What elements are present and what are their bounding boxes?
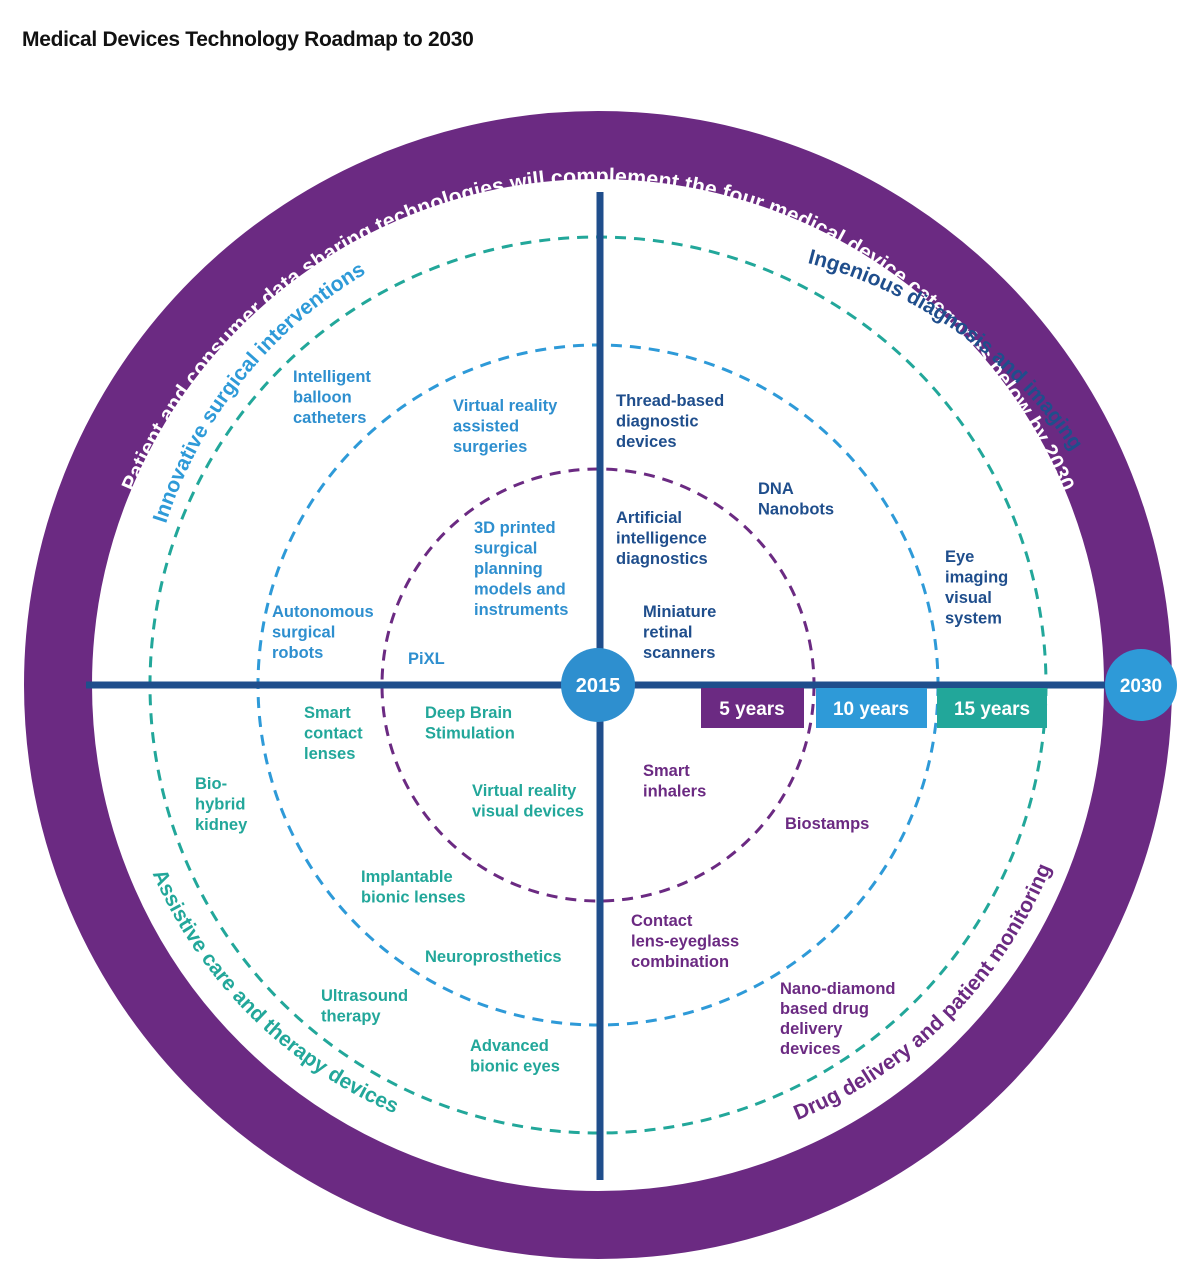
tech-artificial-intelligence-diagnostics: Artificial intelligence diagnostics <box>616 509 711 568</box>
tech-line: surgical <box>474 540 537 558</box>
tech-line: Contact <box>631 912 693 930</box>
tech-miniature-retinal-scanners: Miniature retinal scanners <box>643 603 721 662</box>
tech-line: delivery <box>780 1020 843 1038</box>
tech-line: diagnostics <box>616 550 708 568</box>
horizon-badge-10-years: 10 years <box>816 688 927 728</box>
tech-line: Artificial <box>616 509 682 527</box>
tech-line: Bio- <box>195 775 227 793</box>
tech-smart-inhalers: Smart inhalers <box>643 762 706 801</box>
tech-virtual-reality-assisted-surgeries: Virtual reality assisted surgeries <box>453 397 562 456</box>
tech-smart-contact-lenses: Smart contact lenses <box>304 704 367 763</box>
tech-line: imaging <box>945 569 1008 587</box>
tech-line: Intelligent <box>293 368 371 386</box>
tech-line: models and <box>474 581 566 599</box>
tech-line: lenses <box>304 745 355 763</box>
tech-line: visual <box>945 589 992 607</box>
horizon-badge-10-years-label: 10 years <box>833 699 909 720</box>
tech-thread-based-diagnostic-devices: Thread-based diagnostic devices <box>616 392 729 451</box>
tech-3d-printed-surgical-planning: 3D printed surgical planning models and … <box>474 519 570 619</box>
tech-line: DNA <box>758 480 794 498</box>
tech-nano-diamond-drug-delivery: Nano-diamond based drug delivery devices <box>780 980 900 1058</box>
tech-line: Advanced <box>470 1037 549 1055</box>
center-label: 2015 <box>576 675 621 697</box>
tech-line: instruments <box>474 601 568 619</box>
tech-line: planning <box>474 560 543 578</box>
tech-line: devices <box>780 1040 841 1058</box>
tech-neuroprosthetics: Neuroprosthetics <box>425 948 562 966</box>
tech-line: intelligence <box>616 530 707 548</box>
tech-dna-nanobots: DNA Nanobots <box>758 480 834 519</box>
horizon-badge-10-years-bg <box>816 688 927 728</box>
horizon-badge-5-years-label: 5 years <box>719 699 785 720</box>
horizon-badge-15-years-label: 15 years <box>954 699 1030 720</box>
tech-eye-imaging-visual-system: Eye imaging visual system <box>945 548 1013 628</box>
tech-line: Deep Brain <box>425 704 512 722</box>
tech-line: Autonomous <box>272 603 374 621</box>
horizon-badge-5-years-bg <box>701 688 804 728</box>
end-node <box>1105 649 1177 721</box>
tech-virtual-reality-visual-devices: Virtual reality visual devices <box>472 782 584 821</box>
tech-line: devices <box>616 433 677 451</box>
tech-line: contact <box>304 725 363 743</box>
tech-line: surgical <box>272 624 335 642</box>
center-node <box>561 648 635 722</box>
tech-line: Ultrasound <box>321 987 408 1005</box>
end-label: 2030 <box>1120 676 1162 697</box>
tech-line: hybrid <box>195 796 245 814</box>
tech-line: Nano-diamond <box>780 980 896 998</box>
tech-line: scanners <box>643 644 715 662</box>
tech-line: Smart <box>304 704 351 722</box>
tech-line: Neuroprosthetics <box>425 948 562 966</box>
tech-line: Implantable <box>361 868 453 886</box>
tech-line: Stimulation <box>425 725 515 743</box>
horizon-badge-15-years: 15 years <box>937 688 1047 728</box>
tech-advanced-bionic-eyes: Advanced bionic eyes <box>470 1037 560 1076</box>
tech-bio-hybrid-kidney: Bio- hybrid kidney <box>195 775 250 834</box>
tech-line: Biostamps <box>785 815 869 833</box>
tech-line: balloon <box>293 389 352 407</box>
tech-line: Virtual reality <box>453 397 558 415</box>
tech-line: based drug <box>780 1000 869 1018</box>
tech-line: 3D printed <box>474 519 556 537</box>
page-title: Medical Devices Technology Roadmap to 20… <box>22 28 474 51</box>
tech-ultrasound-therapy: Ultrasound therapy <box>321 987 413 1026</box>
tech-line: robots <box>272 644 323 662</box>
tech-line: system <box>945 610 1002 628</box>
tech-line: kidney <box>195 816 248 834</box>
tech-deep-brain-stimulation: Deep Brain Stimulation <box>425 704 517 743</box>
tech-line: Nanobots <box>758 501 834 519</box>
tech-line: bionic eyes <box>470 1058 560 1076</box>
tech-line: bionic lenses <box>361 889 466 907</box>
tech-line: Eye <box>945 548 974 566</box>
tech-line: Miniature <box>643 603 716 621</box>
tech-line: visual devices <box>472 803 584 821</box>
tech-contact-lens-eyeglass-combination: Contact lens-eyeglass combination <box>631 912 744 971</box>
tech-biostamps: Biostamps <box>785 815 869 833</box>
tech-line: Smart <box>643 762 690 780</box>
tech-intelligent-balloon-catheters: Intelligent balloon catheters <box>293 368 376 427</box>
tech-pixl: PiXL <box>408 650 445 668</box>
tech-line: lens-eyeglass <box>631 933 739 951</box>
tech-line: retinal <box>643 624 693 642</box>
horizon-badge-5-years: 5 years <box>701 688 804 728</box>
tech-line: PiXL <box>408 650 445 668</box>
tech-line: therapy <box>321 1008 381 1026</box>
tech-line: combination <box>631 953 729 971</box>
tech-implantable-bionic-lenses: Implantable bionic lenses <box>361 868 466 907</box>
tech-line: catheters <box>293 409 366 427</box>
tech-line: surgeries <box>453 438 527 456</box>
tech-line: assisted <box>453 418 519 436</box>
tech-autonomous-surgical-robots: Autonomous surgical robots <box>272 603 378 662</box>
tech-line: inhalers <box>643 783 706 801</box>
horizon-badge-15-years-bg <box>937 688 1047 728</box>
tech-line: Virtual reality <box>472 782 577 800</box>
tech-line: Thread-based <box>616 392 724 410</box>
tech-line: diagnostic <box>616 413 699 431</box>
